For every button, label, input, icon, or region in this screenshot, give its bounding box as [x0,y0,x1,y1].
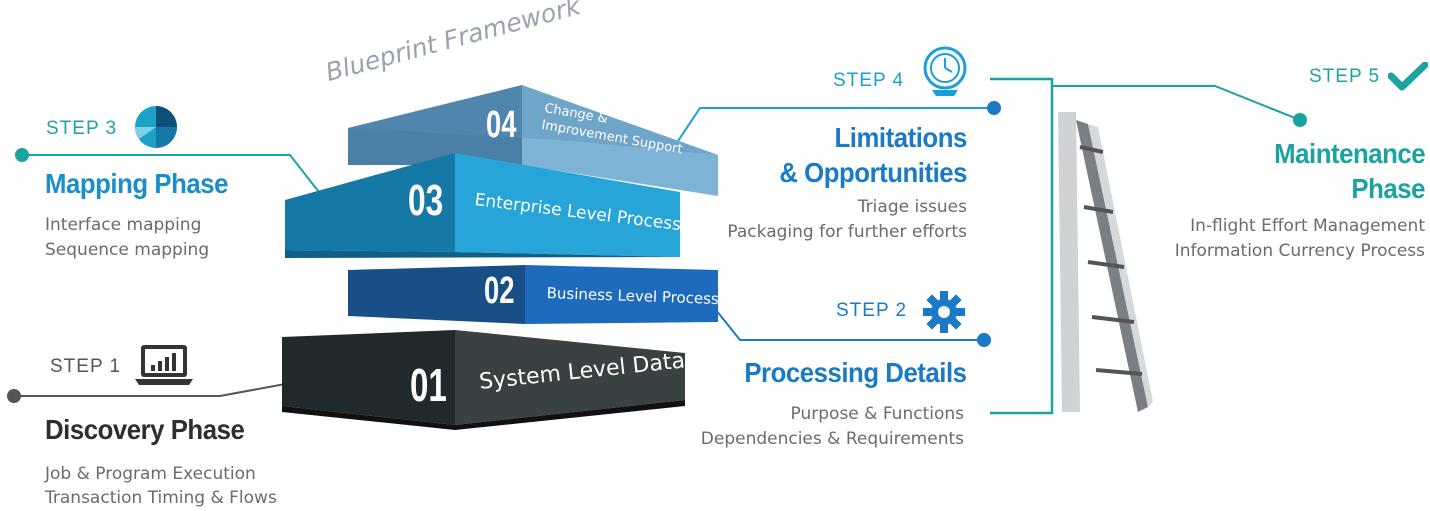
step2-label: STEP 2 [836,300,908,321]
step5-title-line1: Maintenance [1274,138,1425,169]
step1-line1: Job & Program Execution [45,464,256,484]
step1-connector-dot [7,389,21,403]
layer-stack [282,85,718,430]
layer-03-block [285,153,680,258]
step3-label: STEP 3 [46,118,118,139]
pie-chart-icon [135,106,177,148]
step1-title: Discovery Phase [45,414,245,445]
step5-line1: In-flight Effort Management [1190,216,1425,236]
layer-02-block [348,265,718,324]
checkmark-icon [1388,62,1428,91]
layer-01-number: 01 [410,359,447,411]
step4-title-line2: & Opportunities [779,157,967,188]
step4-line1: Triage issues [857,197,967,217]
layer-04-number: 04 [486,104,517,146]
step3-title: Mapping Phase [45,168,228,199]
step5-title-line2: Phase [1351,173,1425,204]
step5-label: STEP 5 [1309,66,1381,87]
step3-line1: Interface mapping [45,215,202,235]
step2-line1: Purpose & Functions [790,404,964,424]
layer-04-block [348,85,718,196]
step5-connector-dot [1293,113,1307,127]
step3-connector-dot [15,148,29,162]
gear-icon [923,291,965,333]
layer-02-number: 02 [484,270,515,312]
step1-label: STEP 1 [50,356,122,377]
step1-line2: Transaction Timing & Flows [45,488,277,508]
clock-icon [923,46,967,96]
step4-line2: Packaging for further efforts [727,222,967,242]
step2-line2: Dependencies & Requirements [700,429,964,449]
step4-connector-dot [987,101,1001,115]
step5-line2: Information Currency Process [1174,241,1425,261]
ladder-illustration [1058,112,1153,412]
step4-label: STEP 4 [833,70,905,91]
step2-title: Processing Details [744,357,968,388]
layer-01-block [282,330,685,430]
layer-03-number: 03 [408,176,444,225]
laptop-chart-icon [135,345,193,385]
step4-title-line1: Limitations [834,122,968,153]
step3-line2: Sequence mapping [45,240,210,260]
step2-connector-dot [977,333,991,347]
